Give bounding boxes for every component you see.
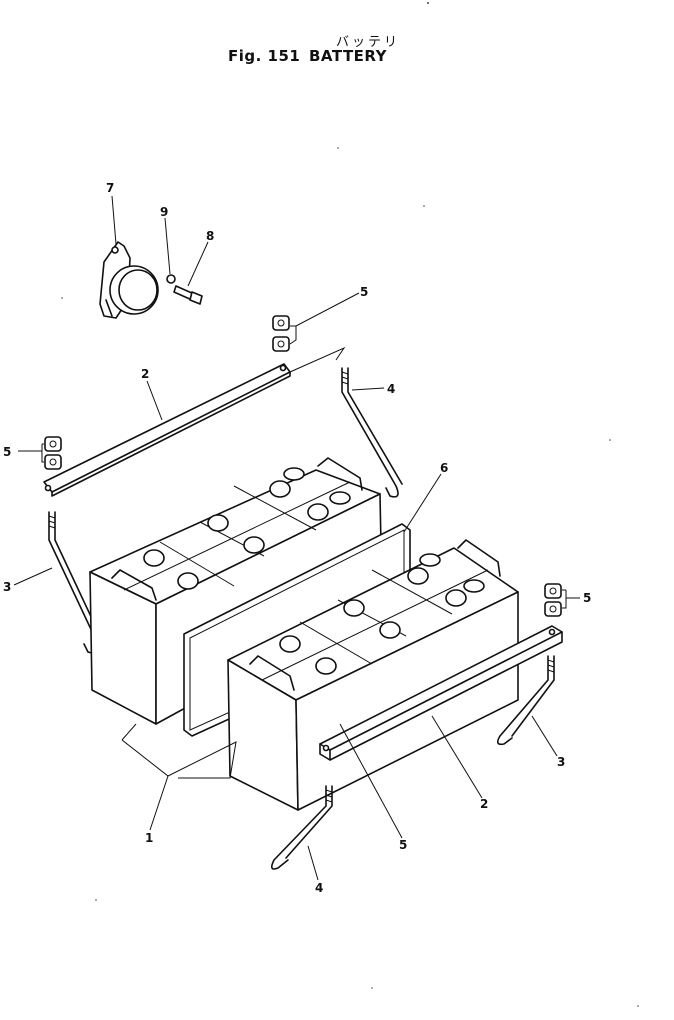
callout-5-bottom: 5 <box>399 838 407 852</box>
hook-bolt-upper-part-4 <box>341 367 403 498</box>
callout-7: 7 <box>106 181 114 195</box>
figure-number: Fig. 151 <box>228 47 301 65</box>
nut-set-right-part-5 <box>544 583 562 617</box>
callout-2-bottom: 2 <box>480 797 488 811</box>
callout-2-top: 2 <box>141 367 149 381</box>
callout-labels: 7 9 8 5 2 4 5 6 3 5 3 2 1 5 4 <box>3 181 591 895</box>
figure-title: BATTERY <box>309 47 388 65</box>
battery-front-caps <box>279 553 485 675</box>
callout-4-top: 4 <box>387 382 395 396</box>
battery-back-caps <box>143 467 351 590</box>
callout-5-top: 5 <box>360 285 368 299</box>
callout-1: 1 <box>145 831 153 845</box>
figure-title-japanese: バッテリ <box>336 35 401 50</box>
callout-5-left: 5 <box>3 445 11 459</box>
callout-6: 6 <box>440 461 448 475</box>
callout-4-bottom: 4 <box>315 881 323 895</box>
hold-down-bracket-upper-part-2 <box>43 363 291 497</box>
hook-bolt-lower-part-4 <box>270 785 333 870</box>
callout-9: 9 <box>160 205 168 219</box>
hook-bolt-right-part-3 <box>496 655 555 746</box>
bolt-part-8 <box>173 285 203 305</box>
scan-specks <box>61 2 639 1007</box>
callout-3-right: 3 <box>557 755 565 769</box>
callout-8: 8 <box>206 229 214 243</box>
lock-washer-part-9 <box>166 274 176 284</box>
nut-set-left-part-5 <box>44 436 62 470</box>
callout-5-right: 5 <box>583 591 591 605</box>
nut-set-top-part-5 <box>272 315 290 352</box>
callout-3-left: 3 <box>3 580 11 594</box>
leader-lines <box>13 195 580 881</box>
battery-relay-part-7 <box>99 241 159 319</box>
hold-down-bracket-lower-part-2 <box>319 625 563 761</box>
